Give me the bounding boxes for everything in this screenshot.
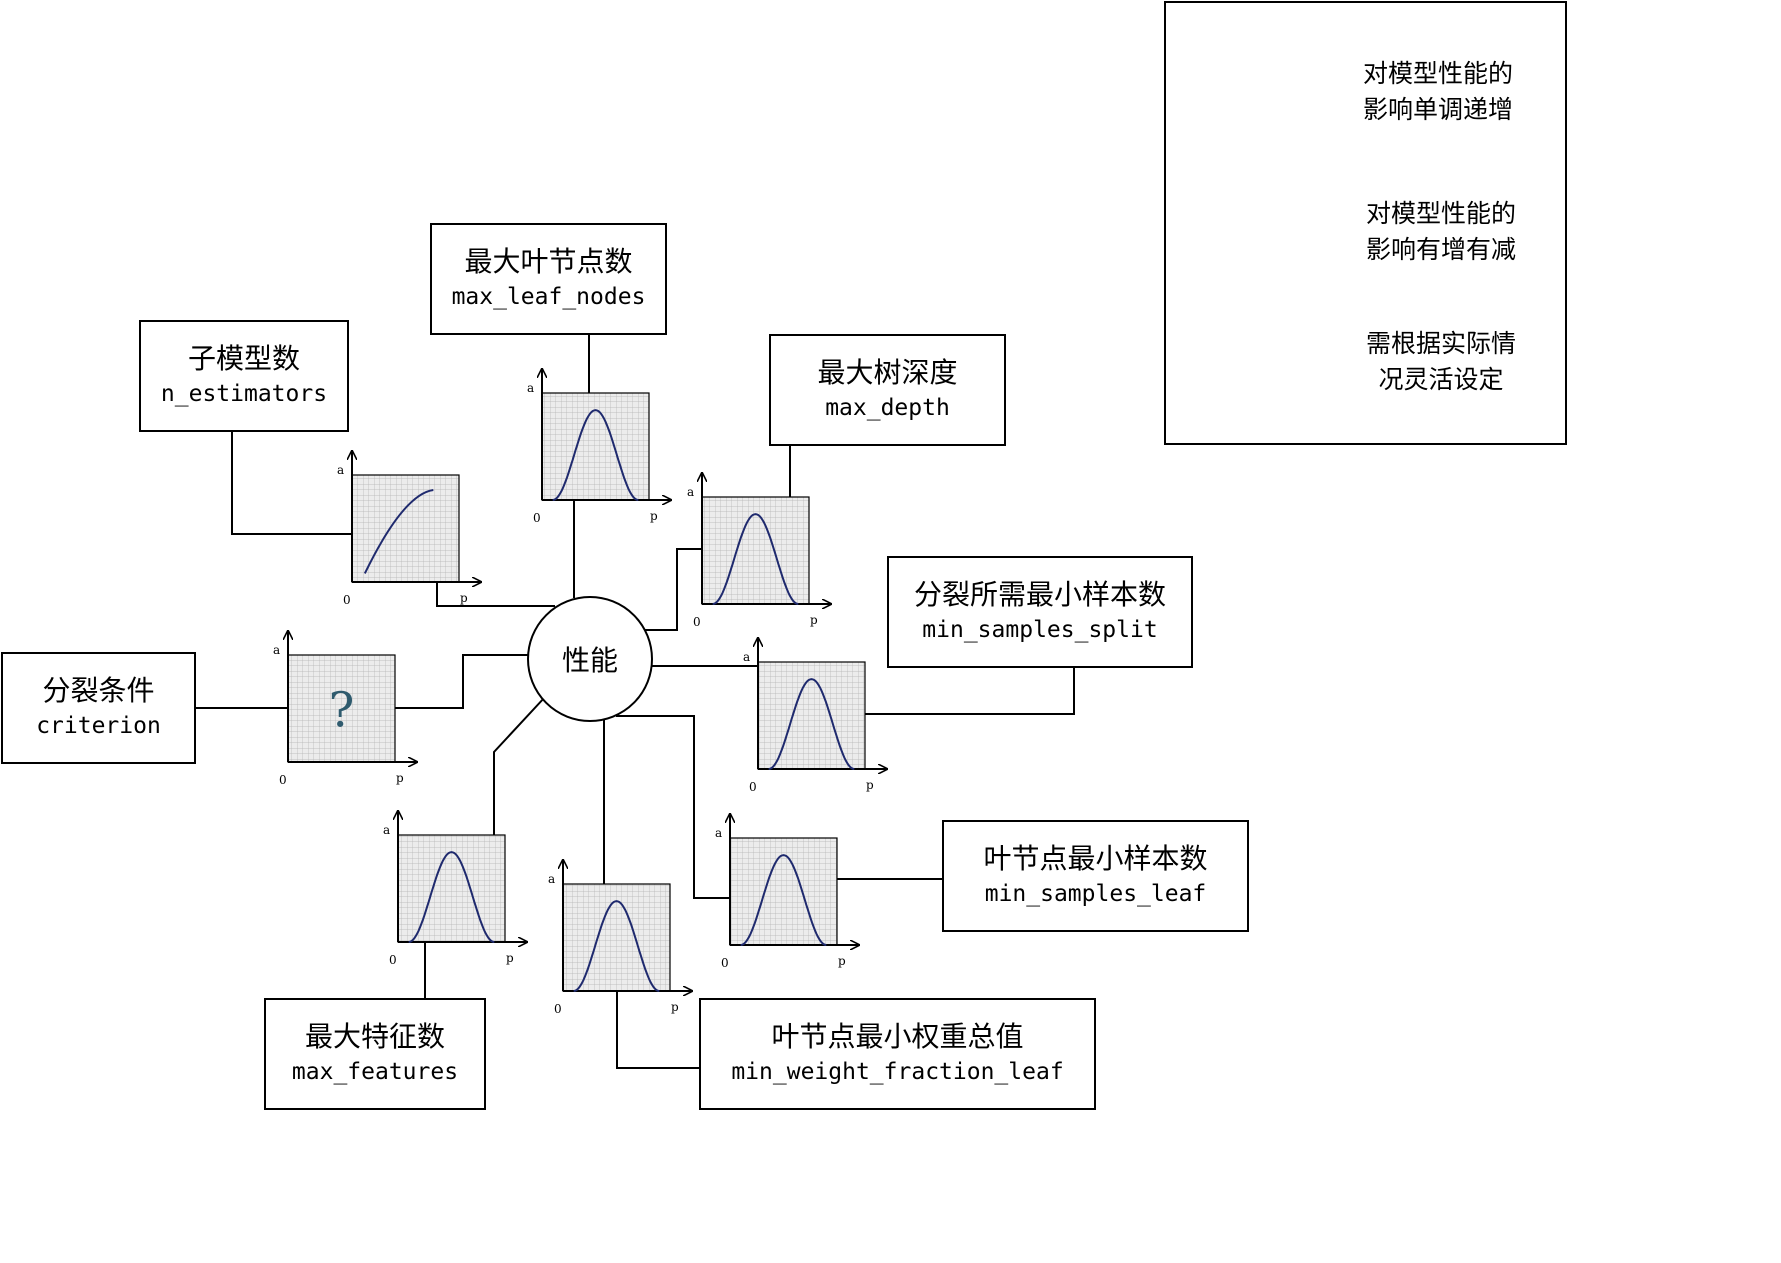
legend-text-increasing: 对模型性能的 影响单调递增 [1338,56,1538,128]
plot-grid [758,662,865,769]
connector-max-features-center [493,696,546,835]
param-cn-label: 叶节点最小权重总值 [771,1020,1024,1053]
plot-criterion: a p 0? [273,631,417,787]
legend-line: 对模型性能的 [1362,59,1513,88]
x-axis-label: p [838,954,846,968]
origin-label: 0 [749,780,757,794]
connector-n-estimators [231,431,352,535]
plot-grid [730,838,837,945]
y-axis-label: a [273,643,280,657]
param-cn-label: 最大叶节点数 [464,245,633,278]
x-axis-label: p [396,771,404,785]
param-box-min-weight-fraction-leaf: 叶节点最小权重总值 min_weight_fraction_leaf [699,998,1096,1110]
param-en-label: criterion [36,713,161,739]
plot-max-depth: a p 0 [687,473,831,629]
legend-line: 对模型性能的 [1365,199,1516,228]
param-en-label: max_features [291,1059,459,1085]
plot-grid [288,655,395,762]
param-cn-label: 叶节点最小样本数 [983,842,1208,875]
origin-label: 0 [721,956,729,970]
y-axis-label: a [548,872,555,886]
y-axis-label: a [337,463,344,477]
plot-min-samples-split: a p 0 [743,638,887,794]
origin-label: 0 [533,511,541,525]
legend-text-peak: 对模型性能的 影响有增有减 [1341,196,1541,268]
plot-grid [542,393,649,500]
curve-peak [552,409,639,501]
x-axis-label: p [810,613,818,627]
y-axis-label: a [743,650,750,664]
param-box-min-samples-split: 分裂所需最小样本数 min_samples_split [887,556,1193,668]
curve-increasing [363,488,434,574]
param-cn-label: 分裂所需最小样本数 [913,578,1166,611]
param-cn-label: 最大树深度 [817,356,958,389]
curve-peak [573,900,660,992]
y-axis-label: a [687,485,694,499]
legend-line: 影响单调递增 [1362,95,1513,124]
origin-label: 0 [389,953,397,967]
connector-min-samples-leaf-center [616,715,730,899]
curve-peak [712,513,799,605]
plot-n-estimators: a p 0 [337,451,481,607]
origin-label: 0 [693,615,701,629]
param-box-max-features: 最大特征数 max_features [264,998,486,1110]
connector-n-estimators-center [436,581,555,607]
curve-peak [768,678,855,770]
y-axis-label: a [383,823,390,837]
x-axis-label: p [650,509,658,523]
connector-max-depth-center [645,548,702,631]
param-box-criterion: 分裂条件 criterion [1,652,196,764]
legend-line: 况灵活设定 [1378,365,1504,394]
plot-grid [702,497,809,604]
curve-peak [408,851,495,943]
param-box-max-depth: 最大树深度 max_depth [769,334,1006,446]
x-axis-label: p [671,1000,679,1014]
plot-grid [398,835,505,942]
plot-max-leaf-nodes: a p 0 [527,369,671,525]
connector-criterion-center [395,654,530,709]
connector-lines [195,335,1075,1069]
origin-label: 0 [554,1002,562,1016]
curve-peak [740,854,827,946]
param-cn-label: 分裂条件 [42,674,155,707]
center-circle [527,596,653,722]
origin-label: 0 [343,593,351,607]
plot-min-weight-fraction-leaf: a p 0 [548,860,692,1016]
x-axis-label: p [460,591,468,605]
x-axis-label: p [506,951,514,965]
plot-max-features: a p 0 [383,811,527,967]
legend-box [1164,1,1567,445]
param-cn-label: 子模型数 [187,342,300,375]
param-en-label: max_depth [825,395,950,421]
y-axis-label: a [527,381,534,395]
connector-min-weight [616,991,700,1069]
plot-min-samples-leaf: a p 0 [715,814,859,970]
question-mark-icon: ? [329,683,355,739]
param-en-label: min_samples_leaf [984,881,1207,907]
x-axis-label: p [866,778,874,792]
center-label: 性能 [561,644,618,677]
legend-line: 影响有增有减 [1365,235,1516,264]
param-en-label: n_estimators [160,381,328,407]
param-cn-label: 最大特征数 [304,1020,445,1053]
origin-label: 0 [279,773,287,787]
connector-min-samples-split [864,667,1075,715]
plot-grid [563,884,670,991]
legend-text-unknown: 需根据实际情 况灵活设定 [1341,326,1541,398]
param-en-label: min_weight_fraction_leaf [731,1059,1064,1085]
param-box-max-leaf-nodes: 最大叶节点数 max_leaf_nodes [430,223,667,335]
y-axis-label: a [715,826,722,840]
param-box-n-estimators: 子模型数 n_estimators [139,320,349,432]
legend-line: 需根据实际情 [1365,329,1516,358]
param-box-min-samples-leaf: 叶节点最小样本数 min_samples_leaf [942,820,1249,932]
param-en-label: min_samples_split [922,617,1158,643]
param-en-label: max_leaf_nodes [451,284,646,310]
